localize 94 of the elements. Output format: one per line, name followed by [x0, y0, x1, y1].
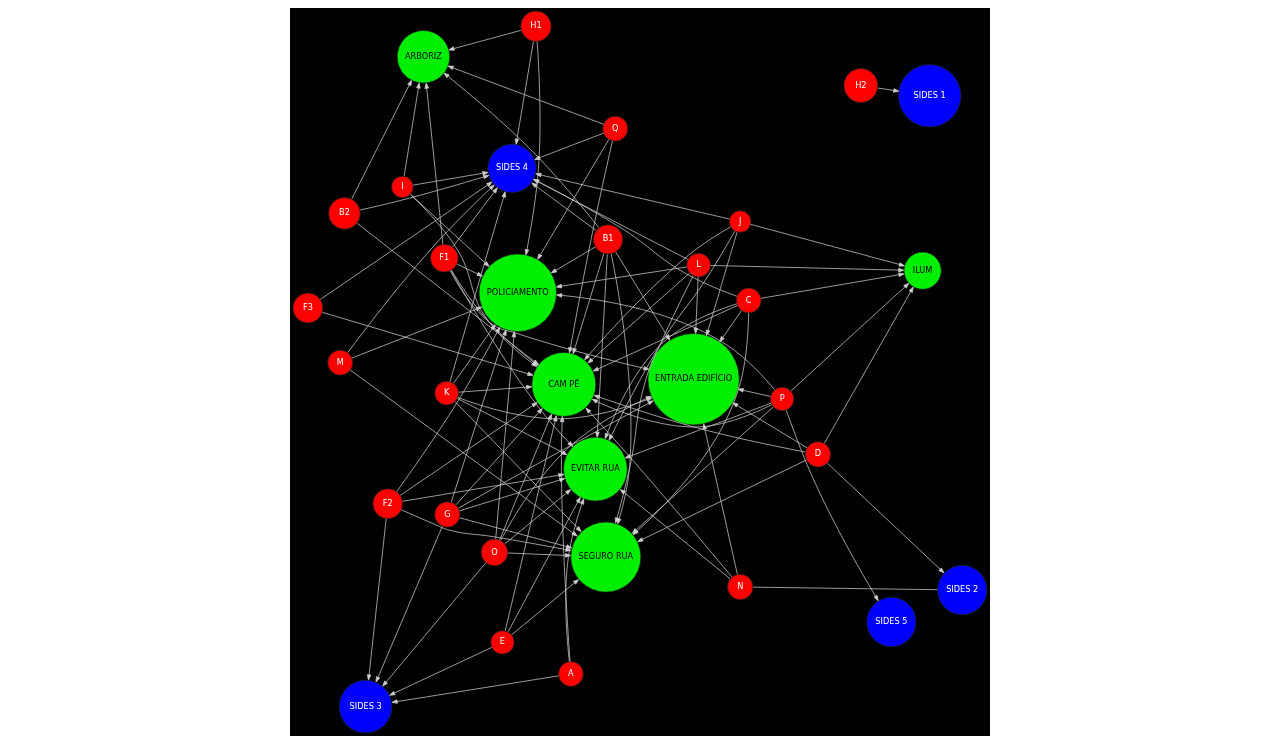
- arrow: [507, 496, 581, 633]
- arrow: [585, 407, 732, 578]
- arrow: [760, 272, 904, 299]
- arrow: [624, 402, 771, 459]
- connector: [752, 586, 938, 591]
- node-circle: F2: [372, 488, 403, 520]
- node-circle: P: [769, 386, 794, 412]
- node-circle: B1: [592, 224, 623, 255]
- arrow: [447, 29, 521, 51]
- node-circle: E: [489, 630, 515, 655]
- node-circle: F1: [429, 243, 459, 273]
- arrow: [514, 41, 534, 145]
- arrow: [349, 369, 578, 537]
- node-circle: I: [390, 175, 414, 199]
- arrow: [877, 87, 899, 93]
- arrow: [321, 311, 533, 376]
- arrow: [457, 385, 532, 393]
- arrow: [567, 140, 613, 354]
- arrow: [510, 579, 579, 636]
- arrow: [507, 552, 571, 558]
- arrow: [718, 310, 742, 343]
- arrow: [455, 408, 543, 506]
- arrow: [424, 82, 443, 245]
- arrow: [391, 675, 559, 704]
- arrow: [636, 459, 807, 542]
- arrow: [494, 331, 516, 540]
- arrow: [587, 272, 690, 364]
- node-circle: SIDES 1: [897, 64, 961, 128]
- arrow: [388, 647, 492, 696]
- arrow: [550, 246, 596, 274]
- arrow: [604, 303, 737, 440]
- arrow: [403, 82, 421, 177]
- arrow: [359, 174, 489, 211]
- arrow: [456, 263, 483, 277]
- arrow: [366, 518, 387, 681]
- arrow: [456, 398, 567, 456]
- arrow: [399, 402, 538, 496]
- node-circle: Q: [601, 115, 628, 142]
- arrow: [619, 489, 730, 580]
- node-circle: H2: [843, 68, 878, 103]
- arrow: [443, 72, 599, 228]
- arrow: [412, 171, 488, 186]
- node-circle: O: [480, 538, 508, 567]
- arrow: [504, 489, 571, 545]
- arrow: [608, 230, 735, 441]
- arrow: [450, 329, 507, 503]
- arrow: [749, 224, 905, 267]
- arrow: [409, 194, 490, 267]
- node-circle: B2: [327, 197, 361, 230]
- arrow: [381, 562, 486, 687]
- arrow: [452, 187, 498, 248]
- arrow: [702, 423, 738, 575]
- arrow: [531, 182, 596, 231]
- node-circle: K: [433, 380, 459, 406]
- arrow: [458, 477, 565, 512]
- arrow: [457, 400, 654, 509]
- arrow: [823, 286, 914, 444]
- arrow: [536, 139, 609, 260]
- arrow: [555, 266, 687, 289]
- arrow: [591, 399, 772, 428]
- node-circle: G: [433, 501, 460, 528]
- arrow: [350, 79, 412, 200]
- arrow: [572, 253, 604, 355]
- arrow: [731, 402, 807, 449]
- arrow: [592, 305, 738, 372]
- node-circle: F3: [292, 292, 323, 324]
- node-circle: D: [804, 441, 831, 468]
- arrow: [319, 181, 492, 300]
- arrow: [614, 251, 670, 341]
- node-circle: J: [728, 210, 751, 233]
- arrow: [737, 388, 771, 397]
- arrow: [709, 265, 904, 273]
- arrow: [450, 270, 573, 447]
- arrow: [401, 473, 564, 502]
- node-circle: N: [726, 573, 753, 601]
- arrow: [375, 526, 443, 683]
- arrow: [790, 282, 909, 392]
- arrow: [498, 413, 552, 541]
- node-circle: H1: [519, 10, 552, 42]
- arrow: [785, 409, 879, 602]
- arrow: [594, 254, 608, 438]
- arrow: [504, 415, 557, 631]
- arrow: [705, 231, 737, 336]
- arrow: [447, 65, 604, 125]
- node-circle: L: [685, 252, 711, 278]
- arrow: [454, 401, 581, 532]
- arrow: [693, 276, 698, 334]
- arrow: [555, 293, 775, 391]
- node-circle: M: [326, 349, 353, 376]
- node-circle: A: [557, 661, 584, 687]
- arrow: [826, 462, 944, 574]
- arrow: [583, 226, 731, 361]
- node-circle: C: [735, 287, 761, 314]
- arrow: [449, 191, 506, 382]
